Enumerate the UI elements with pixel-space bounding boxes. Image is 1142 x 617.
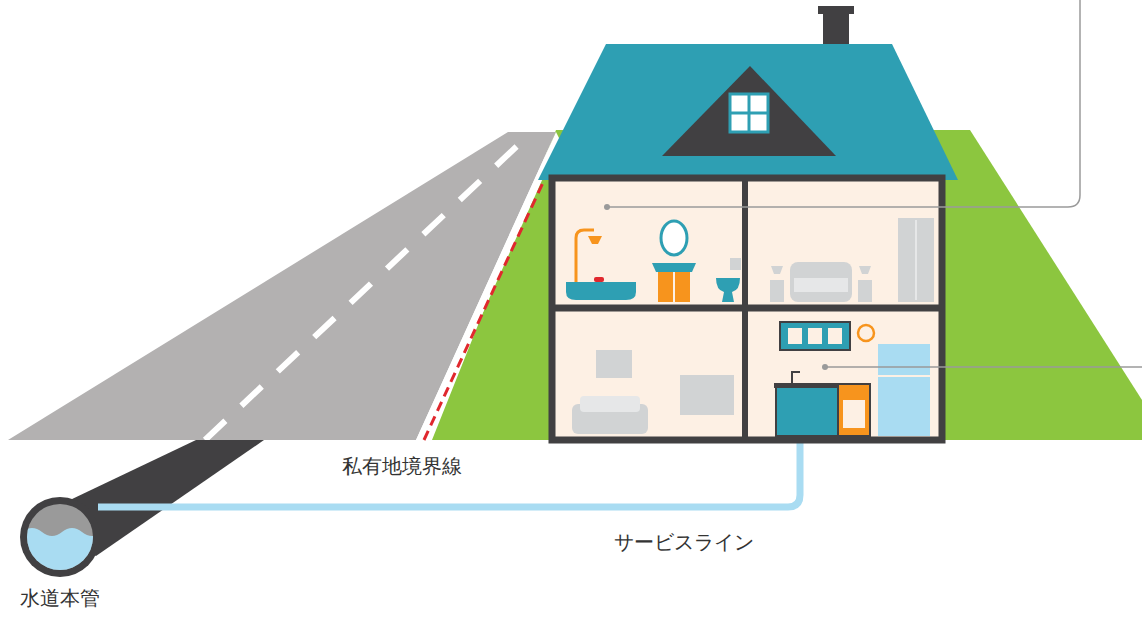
roof <box>538 44 958 180</box>
oven-window <box>843 400 865 428</box>
toilet <box>716 278 740 302</box>
leader-line <box>607 0 1080 207</box>
wall-cabinet <box>780 322 850 350</box>
clock <box>858 325 874 341</box>
nightstand <box>858 280 872 302</box>
cabinet-glass <box>788 328 802 344</box>
service-line-label: サービスライン <box>612 530 756 554</box>
fridge-split <box>878 375 930 377</box>
countertop <box>774 383 840 388</box>
service-line <box>98 440 800 507</box>
chimney-cap <box>818 6 854 14</box>
road <box>8 132 556 440</box>
attic-window <box>730 94 768 132</box>
leader-dot <box>822 364 828 370</box>
leader-line <box>825 366 1142 368</box>
cabinet-glass <box>828 328 842 344</box>
water <box>22 528 102 580</box>
water-main-label: 水道本管 <box>18 586 102 610</box>
attic <box>662 66 836 156</box>
sink <box>652 263 696 272</box>
nightstand <box>770 280 784 302</box>
property-line <box>424 150 558 440</box>
wardrobe-door <box>915 220 917 300</box>
picture <box>596 350 632 378</box>
cabinet <box>680 375 734 415</box>
vanity-door <box>673 272 675 302</box>
shower-head <box>588 236 602 244</box>
stove <box>838 384 870 436</box>
vanity <box>658 272 690 302</box>
bed <box>790 262 852 302</box>
tank <box>730 258 741 270</box>
mirror <box>661 221 687 255</box>
bathtub <box>566 282 636 300</box>
lamp <box>771 266 783 274</box>
curb <box>416 132 560 440</box>
wardrobe <box>898 218 934 302</box>
leader-dot <box>604 204 610 210</box>
lamp <box>859 266 871 274</box>
counter <box>776 386 838 436</box>
blanket <box>794 278 848 292</box>
road-centerline <box>205 132 532 440</box>
faucet <box>792 372 800 383</box>
sofa-back <box>580 396 640 412</box>
cabinet-glass <box>808 328 822 344</box>
window-bar <box>730 112 768 115</box>
fridge <box>878 344 930 436</box>
floor <box>552 305 942 312</box>
soap <box>594 277 604 282</box>
house-body <box>552 178 942 440</box>
property-line-label: 私有地境界線 <box>340 454 464 478</box>
